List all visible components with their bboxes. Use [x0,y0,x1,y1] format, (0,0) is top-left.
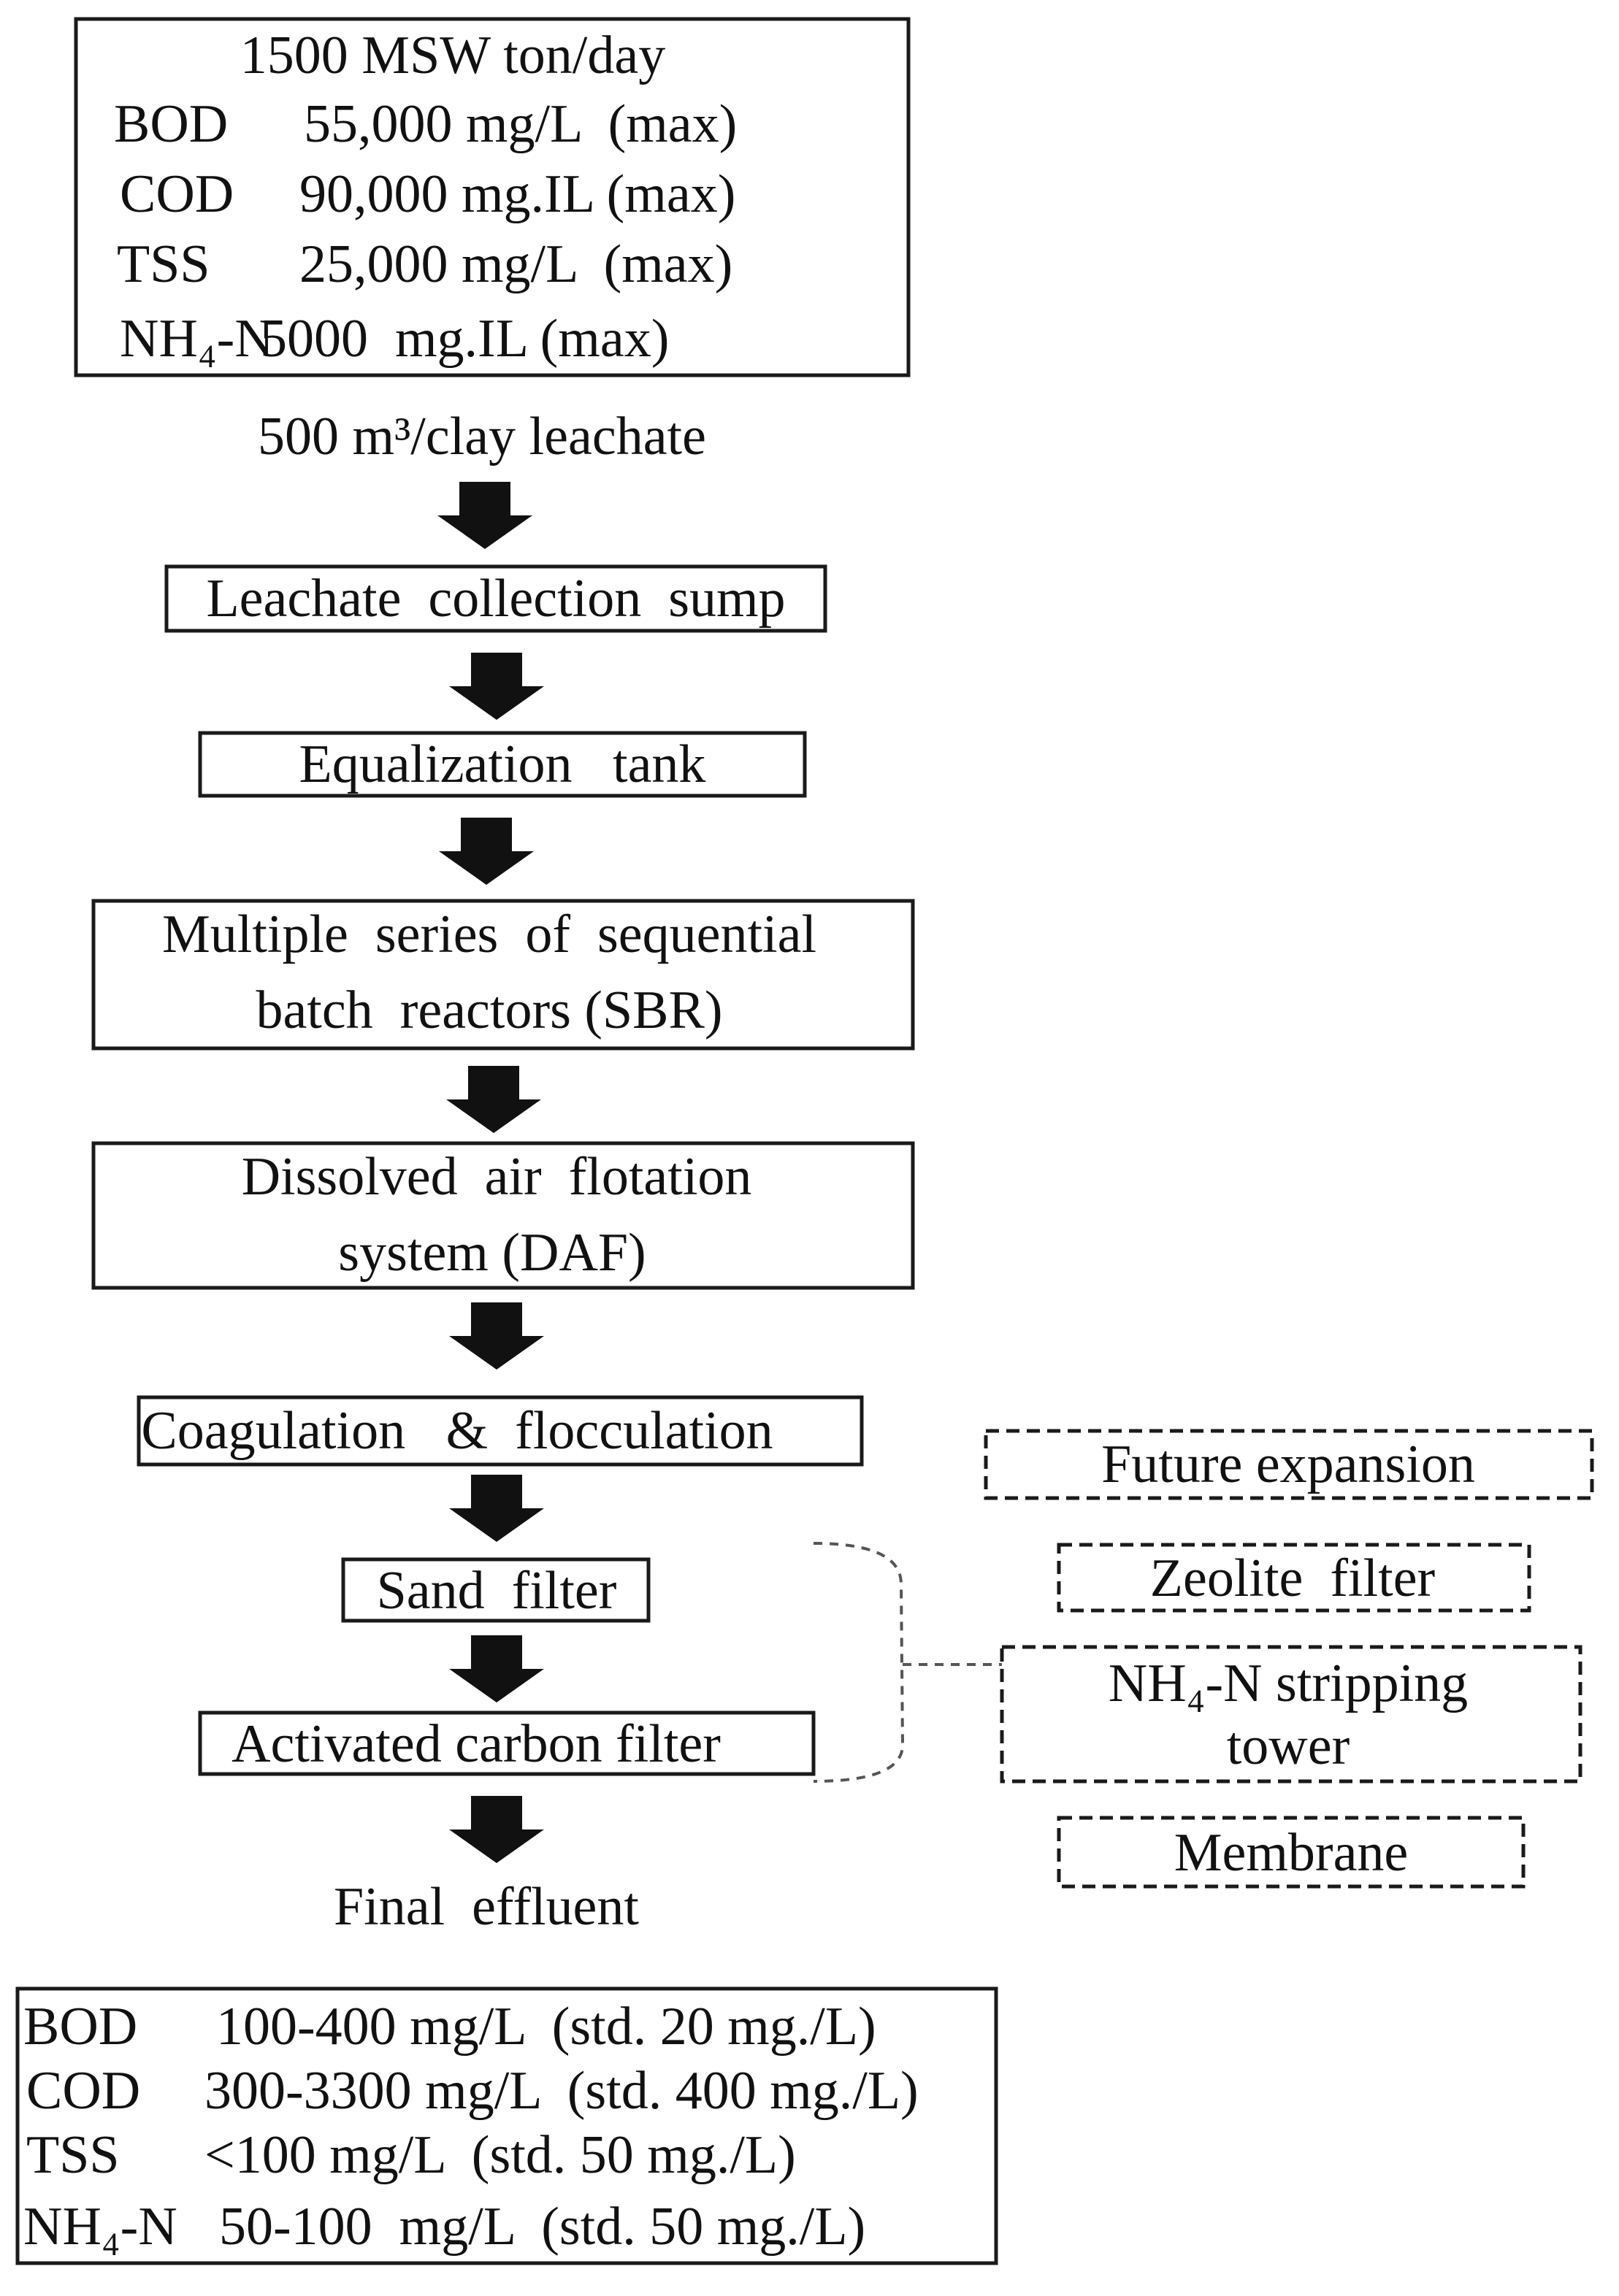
down-arrow-icon [449,653,544,720]
influent-param: BOD [114,94,228,154]
down-arrow-icon [449,1475,544,1542]
effluent-characteristics-box: BOD 100-400 mg/L (std. 20 mg./L) COD 300… [15,1986,998,2265]
influent-param: COD [120,164,234,224]
effluent-param: NH₄-N [23,2197,177,2257]
effluent-value: <100 mg/L (std. 50 mg./L) [204,2125,796,2185]
future-expansion-bracket [813,1542,1002,1783]
option-membrane: Membrane [1057,1816,1526,1889]
future-expansion-box: Future expansion [984,1429,1594,1500]
influent-value: 25,000 mg/L (max) [299,234,732,294]
step-activated-carbon-filter: Activated carbon filter [198,1711,816,1776]
option-nh4n-stripping-tower: NH₄-N stripping tower [1000,1645,1582,1784]
step-coagulation-flocculation: Coagulation & flocculation [137,1395,864,1467]
option-zeolite-filter: Zeolite filter [1057,1543,1531,1613]
flow-label: 500 m³/clay leachate [258,407,706,467]
down-arrow-icon [449,1796,544,1863]
step-daf: Dissolved air flotation system (DAF) [91,1141,915,1290]
option-label: tower [1227,1716,1350,1776]
step-label: Coagulation & flocculation [141,1401,773,1461]
influent-characteristics-box: 1500 MSW ton/day BOD 55,000 mg/L (max) C… [74,17,911,377]
influent-param: NH₄-N [120,309,274,369]
step-label: Dissolved air flotation [242,1147,752,1207]
effluent-param: BOD [23,1997,137,2057]
down-arrow-icon [439,818,534,885]
flow-arrows [437,482,544,1863]
down-arrow-icon [449,1635,544,1702]
down-arrow-icon [449,1302,544,1370]
step-sand-filter: Sand filter [341,1557,651,1623]
down-arrow-icon [446,1066,541,1133]
option-label: Zeolite filter [1150,1548,1435,1608]
influent-value: 55,000 mg/L (max) [304,94,737,154]
influent-value: 90,000 mg.IL (max) [299,164,735,224]
step-label: Sand filter [377,1561,617,1621]
influent-title: 1500 MSW ton/day [240,26,665,85]
effluent-value: 50-100 mg/L (std. 50 mg./L) [219,2197,865,2257]
step-label: Equalization tank [299,734,706,794]
down-arrow-icon [437,482,532,549]
step-label: Activated carbon filter [231,1714,721,1774]
option-label: Membrane [1174,1823,1409,1883]
step-label: Leachate collection sump [206,569,785,629]
step-label: Multiple series of sequential [162,905,816,964]
effluent-param: TSS [26,2125,120,2185]
effluent-param: COD [26,2061,140,2121]
influent-value: 5000 mg.IL (max) [260,309,669,369]
step-sbr: Multiple series of sequential batch reac… [91,899,915,1051]
option-label: NH₄-N stripping [1109,1654,1468,1713]
final-effluent-label: Final effluent [334,1877,639,1937]
step-label: batch reactors (SBR) [256,980,722,1040]
effluent-value: 100-400 mg/L (std. 20 mg./L) [216,1997,876,2057]
step-label: system (DAF) [338,1223,646,1283]
step-leachate-collection-sump: Leachate collection sump [164,564,827,633]
effluent-value: 300-3300 mg/L (std. 400 mg./L) [204,2061,919,2121]
step-equalization-tank: Equalization tank [198,731,807,798]
influent-param: TSS [117,234,210,294]
future-expansion-title: Future expansion [1101,1435,1475,1494]
